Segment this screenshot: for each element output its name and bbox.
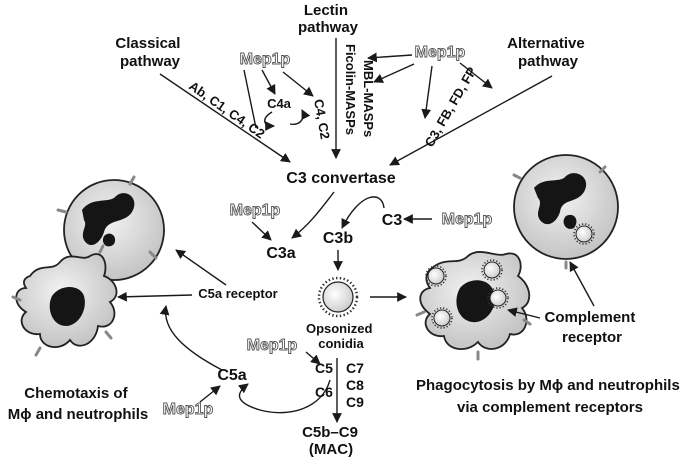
c8-label: C8	[346, 377, 364, 393]
mep1p-to-c5a-arrow	[199, 385, 221, 403]
c3-to-c3b-curve	[341, 196, 385, 229]
mep1p-to-mbl-arrow	[373, 63, 415, 83]
lectin-pathway-title: Lectin pathway	[298, 2, 359, 36]
alternative-pathway-title: Alternative pathway	[507, 35, 589, 70]
receptor-to-macrophage-arrow	[117, 291, 193, 302]
receptor-to-neutrophil-arrow	[175, 249, 227, 286]
c5a-receptor-label: C5a receptor	[198, 286, 277, 301]
c4-cleavage-curve-left	[264, 111, 275, 131]
c5-to-c5a-curve	[238, 379, 331, 414]
mep1p-c5a: Mep1p	[163, 401, 214, 418]
c3b-label: C3b	[323, 230, 353, 247]
chemotaxis-line2: Mϕ and neutrophils	[8, 406, 148, 423]
c7-label: C7	[346, 360, 364, 376]
alternative-title-line2: pathway	[518, 53, 579, 70]
c9-label: C9	[346, 394, 364, 410]
classical-pathway-arrow	[159, 73, 291, 163]
mbl-masps-label: MBL-MASPs	[361, 60, 376, 137]
neutrophil-cell-right	[512, 154, 619, 270]
macrophage-cell-right	[415, 251, 532, 361]
c3a-label: C3a	[266, 245, 295, 262]
mep1p-to-alt-pathway-arrow	[459, 62, 493, 89]
opsonized-line1: Opsonized	[306, 321, 373, 336]
c4-cleavage-curve-right	[289, 109, 311, 125]
phagocytosis-caption: Phagocytosis by Mϕ and neutrophils via c…	[416, 377, 684, 416]
phagocytosis-line1: Phagocytosis by Mϕ and neutrophils	[416, 377, 680, 394]
classical-factors-label: Ab, C1, C4, C2	[186, 78, 267, 141]
complement-receptor-line2: receptor	[562, 329, 622, 346]
c3-label: C3	[382, 212, 403, 229]
c4-c2-label: C4, C2	[311, 98, 333, 140]
lectin-title-line2: pathway	[298, 19, 359, 36]
complement-receptor-line1: Complement	[544, 309, 635, 326]
complement-receptor-to-neutrophil-arrow	[569, 261, 595, 307]
mep1p-to-c3a-arrow	[251, 221, 272, 241]
classical-pathway-title: Classical pathway	[115, 35, 184, 70]
chemotaxis-caption: Chemotaxis of Mϕ and neutrophils	[8, 385, 148, 423]
lectin-title-line1: Lectin	[304, 2, 348, 19]
mep1p-to-lectin-arrow	[367, 52, 413, 63]
mep1p-c3: Mep1p	[442, 211, 493, 228]
phagocytosis-line2: via complement receptors	[457, 399, 643, 416]
classical-title-line2: pathway	[120, 53, 181, 70]
alternative-title-line1: Alternative	[507, 35, 585, 52]
mep1p-to-c5-arrow	[305, 351, 321, 365]
mep1p-left-line	[243, 69, 257, 129]
c5a-label: C5a	[217, 367, 246, 384]
convertase-to-c3a-curve	[291, 191, 335, 239]
classical-title-line1: Classical	[115, 35, 180, 52]
opsonized-conidia-label: Opsonized conidia	[306, 321, 376, 351]
mep1p-c3a: Mep1p	[230, 202, 281, 219]
c5b-c9-label: C5b–C9	[302, 424, 358, 441]
opsonized-line2: conidia	[318, 336, 364, 351]
chemotaxis-line1: Chemotaxis of	[24, 385, 128, 402]
complement-receptor-label: Complement receptor	[544, 309, 639, 346]
mac-label: (MAC)	[309, 441, 353, 458]
ficolin-masps-label: Ficolin-MASPs	[343, 44, 358, 135]
alternative-pathway-arrow	[389, 75, 553, 166]
mep1p-to-c4a-arrow	[261, 69, 276, 95]
c4a-label: C4a	[267, 96, 292, 111]
opsonized-conidium-icon	[317, 276, 359, 318]
complement-receptor-to-macrophage-arrow	[507, 307, 541, 319]
macrophage-cell-left	[11, 244, 118, 357]
mep1p-to-c4c2-arrow	[282, 71, 314, 97]
mep1p-to-alt-factors-arrow	[421, 65, 433, 119]
mep1p-lectin-alternative: Mep1p	[415, 44, 466, 61]
mep1p-classical: Mep1p	[240, 51, 291, 68]
mep1p-c5: Mep1p	[247, 337, 298, 354]
c5a-to-receptor-curve	[159, 305, 223, 371]
c3-convertase-label: C3 convertase	[286, 170, 395, 187]
